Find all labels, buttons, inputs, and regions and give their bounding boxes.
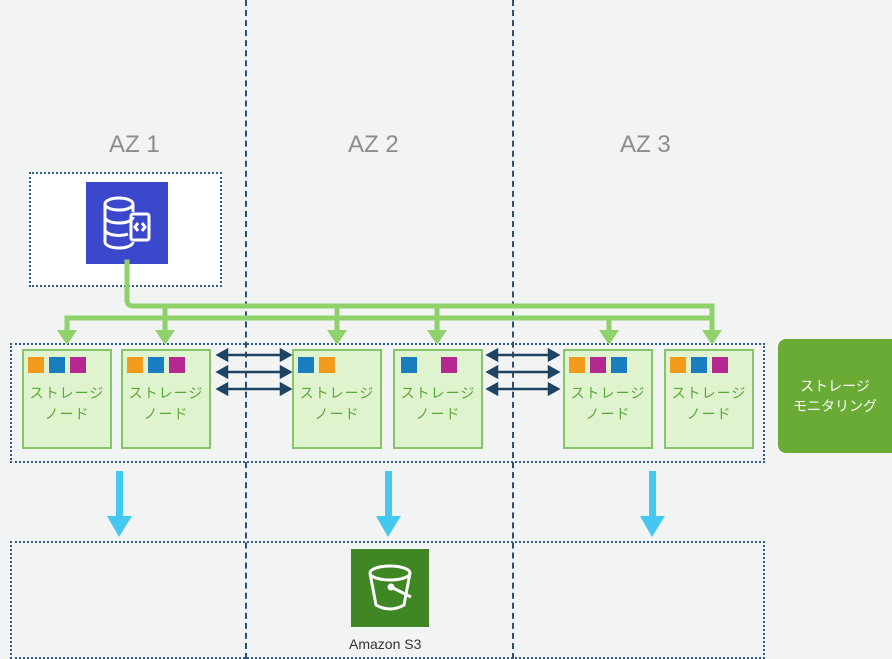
- storage-node-sublabel: ノード: [415, 406, 461, 422]
- data-block-blue: [298, 357, 314, 373]
- data-block-magenta: [712, 357, 728, 373]
- storage-monitoring-sublabel: モニタリング: [793, 398, 877, 414]
- storage-node: ストレージ ノード: [121, 349, 211, 449]
- storage-node-sublabel: ノード: [686, 406, 732, 422]
- storage-node: ストレージ ノード: [393, 349, 483, 449]
- az1-label: AZ 1: [109, 131, 160, 158]
- storage-node-label: ストレージ: [299, 385, 375, 401]
- data-block-magenta: [70, 357, 86, 373]
- az-boundary-2-3: [512, 0, 514, 659]
- storage-monitoring-label: ストレージ: [800, 378, 870, 394]
- az2-label: AZ 2: [348, 131, 399, 158]
- storage-node-label: ストレージ: [570, 385, 646, 401]
- data-block-magenta: [590, 357, 606, 373]
- data-block-blue: [148, 357, 164, 373]
- az-boundary-1-2: [245, 0, 247, 659]
- storage-node-label: ストレージ: [29, 385, 105, 401]
- storage-node-sublabel: ノード: [314, 406, 360, 422]
- storage-node-label: ストレージ: [128, 385, 204, 401]
- storage-node: ストレージ ノード: [292, 349, 382, 449]
- storage-node-sublabel: ノード: [585, 406, 631, 422]
- data-block-orange: [28, 357, 44, 373]
- data-block-orange: [127, 357, 143, 373]
- storage-node-sublabel: ノード: [44, 406, 90, 422]
- data-block-blue: [401, 357, 417, 373]
- data-block-orange: [319, 357, 335, 373]
- storage-cluster-box: [10, 343, 765, 463]
- s3-bucket-icon: [351, 549, 429, 627]
- database-icon: [86, 182, 168, 264]
- storage-node: ストレージ ノード: [664, 349, 754, 449]
- data-block-orange: [670, 357, 686, 373]
- data-block-magenta: [441, 357, 457, 373]
- data-block-magenta: [169, 357, 185, 373]
- storage-node: ストレージ ノード: [563, 349, 653, 449]
- storage-node: ストレージ ノード: [22, 349, 112, 449]
- storage-node-label: ストレージ: [671, 385, 747, 401]
- data-block-blue: [611, 357, 627, 373]
- storage-node-label: ストレージ: [400, 385, 476, 401]
- s3-region-box: [10, 541, 765, 659]
- data-block-orange: [569, 357, 585, 373]
- az3-label: AZ 3: [620, 131, 671, 158]
- storage-monitoring-box: ストレージ モニタリング: [778, 339, 892, 453]
- s3-label: Amazon S3: [349, 636, 422, 652]
- data-block-blue: [691, 357, 707, 373]
- data-block-blue: [49, 357, 65, 373]
- storage-node-sublabel: ノード: [143, 406, 189, 422]
